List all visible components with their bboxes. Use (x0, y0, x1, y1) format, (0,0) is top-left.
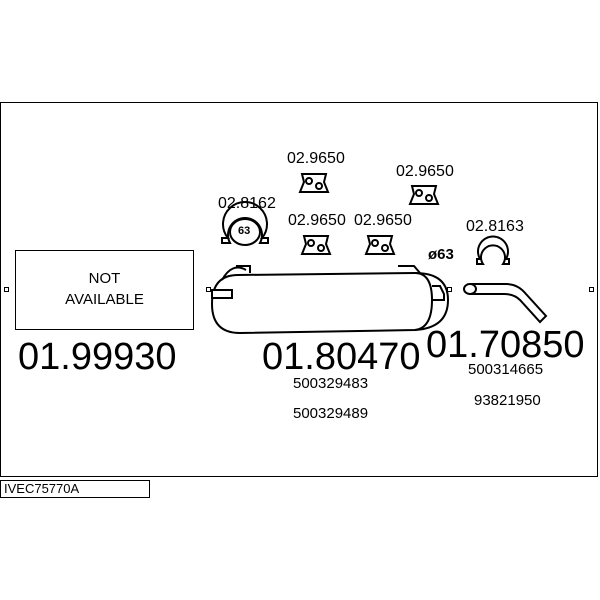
fitting-code: 02.9650 (287, 150, 345, 167)
oem-number: 500329489 (293, 405, 369, 422)
silencer-icon (210, 265, 450, 335)
oem-number: 93821950 (474, 392, 541, 409)
fitting-code: 02.9650 (396, 163, 454, 180)
rubber-mount-icon (408, 185, 440, 205)
fitting-code: 02.9650 (288, 212, 346, 229)
rubber-mount-icon (298, 173, 330, 193)
fitting-code: 02.8162 (218, 195, 276, 212)
oem-number: 500329483 (293, 375, 369, 392)
connector-marker (206, 287, 211, 292)
part-number: 01.70850 (426, 324, 585, 366)
rubber-mount-icon (300, 235, 332, 255)
connector-marker (589, 287, 594, 292)
connector-marker (4, 287, 9, 292)
not-available-box: NOT AVAILABLE (15, 250, 194, 330)
pipe-clamp-icon (476, 235, 510, 265)
tailpipe-icon (463, 283, 548, 324)
clamp-size: 63 (238, 225, 251, 237)
connector-marker (447, 287, 452, 292)
not-available-line1: NOT (88, 270, 121, 287)
diameter-label: ø63 (428, 246, 454, 263)
rubber-mount-icon (364, 235, 396, 255)
not-available-line2: AVAILABLE (65, 291, 144, 308)
oem-number: 500314665 (468, 361, 544, 378)
catalog-code: IVEC75770A (0, 480, 150, 498)
diagram-frame (0, 102, 598, 477)
part-number: 01.99930 (18, 336, 177, 378)
part-number: 01.80470 (262, 336, 421, 378)
pipe-clamp-icon (221, 201, 269, 246)
fitting-code: 02.9650 (354, 212, 412, 229)
fitting-code: 02.8163 (466, 218, 524, 235)
